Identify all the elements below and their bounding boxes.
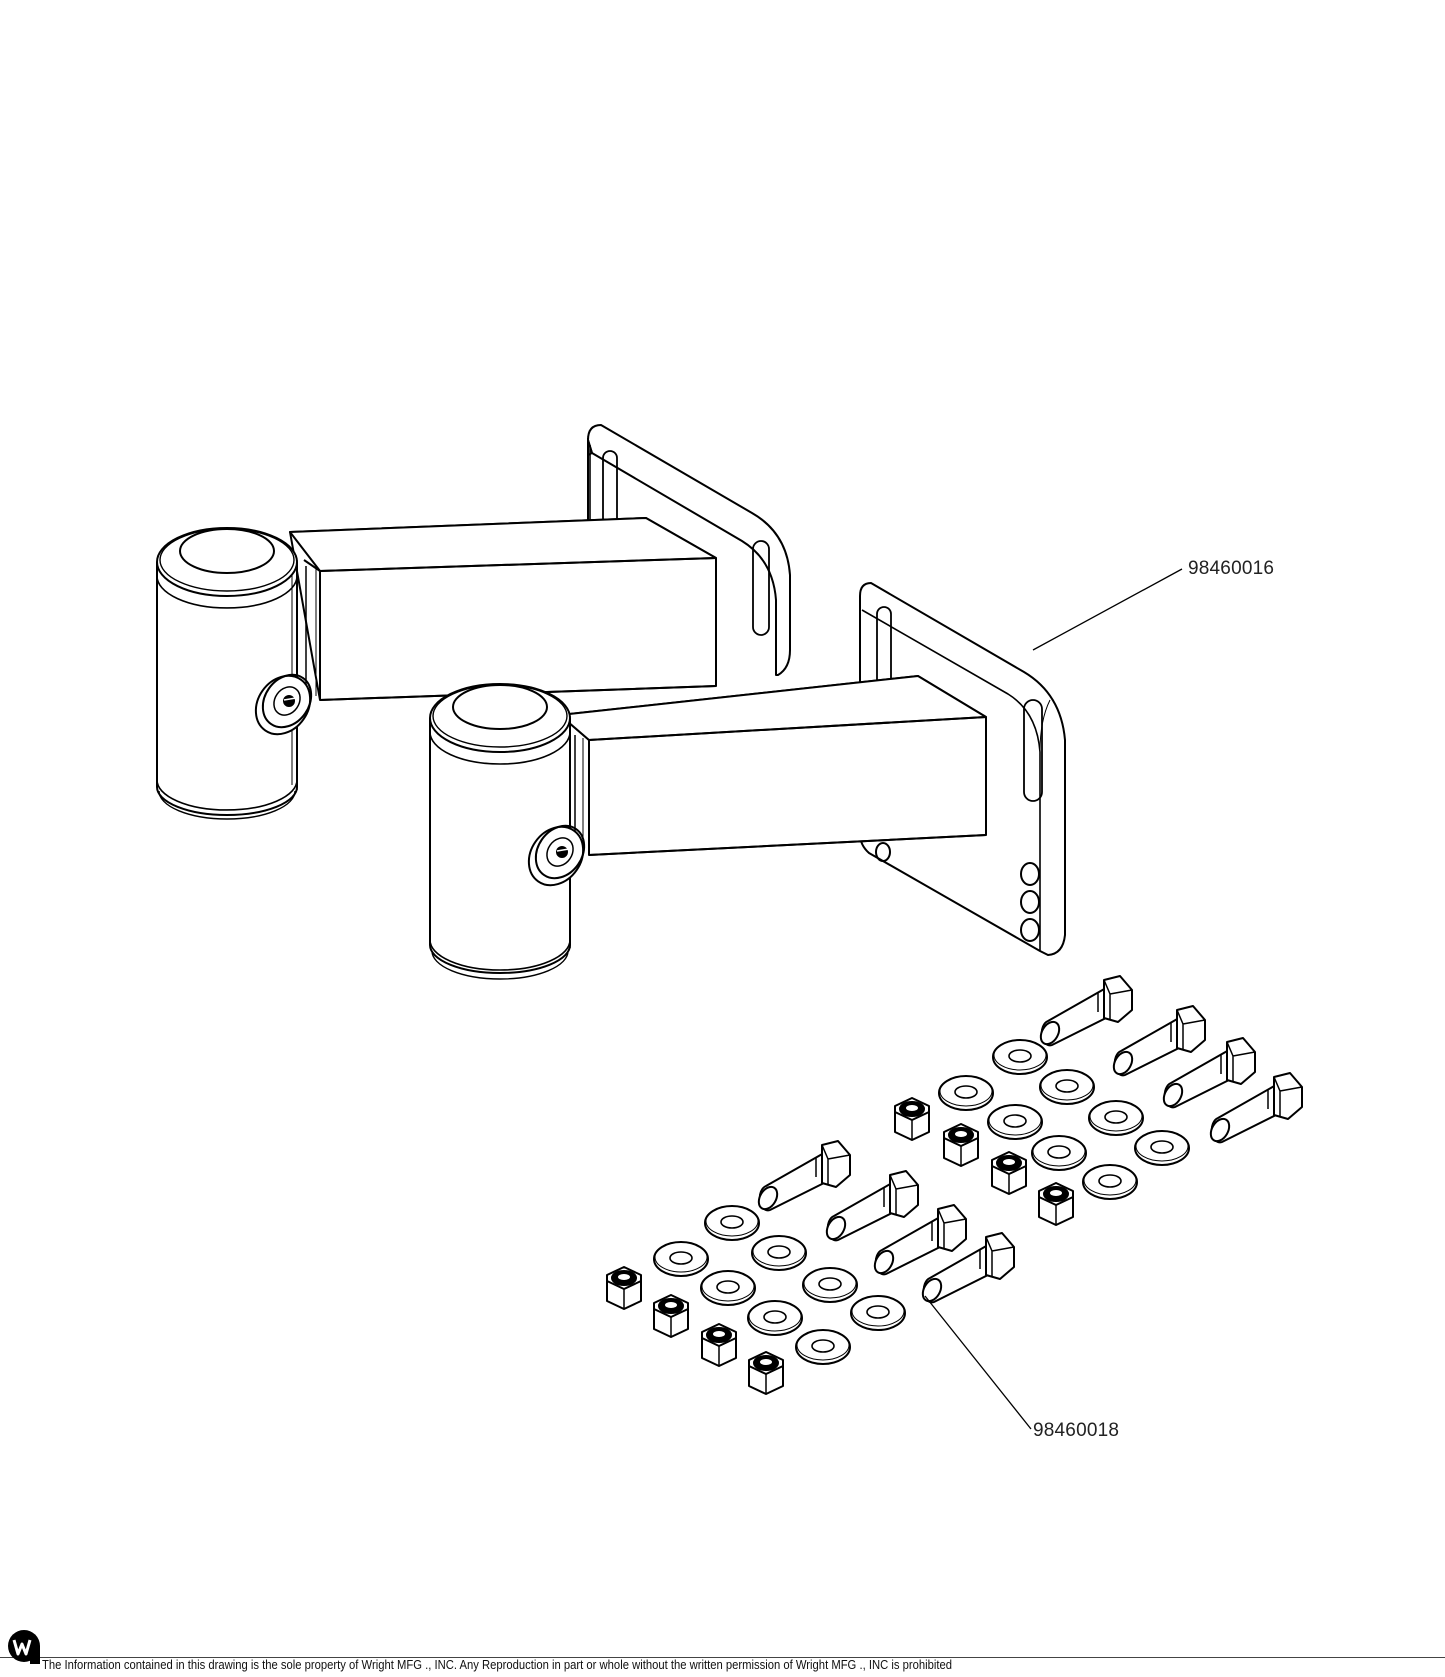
flat-washer: [1039, 1069, 1095, 1105]
part-callout-98460018: 98460018: [1033, 1420, 1120, 1441]
front-set-knob: [527, 824, 586, 887]
flat-washer: [802, 1267, 858, 1303]
hex-bolt: [921, 1232, 1015, 1304]
flat-washer: [1031, 1135, 1087, 1171]
hex-bolt: [1162, 1037, 1256, 1109]
flat-washer: [1088, 1100, 1144, 1136]
flat-washer: [1134, 1130, 1190, 1166]
lock-nut: [606, 1266, 642, 1310]
hex-bolt: [1112, 1005, 1206, 1077]
flat-washer: [747, 1300, 803, 1336]
flat-washer: [653, 1241, 709, 1277]
hex-bolt: [1209, 1072, 1303, 1144]
flat-washer: [850, 1295, 906, 1331]
flat-washer: [704, 1205, 760, 1241]
front-cylinder-sleeve: [429, 683, 571, 980]
lock-nut: [991, 1151, 1027, 1195]
front-square-tube: [559, 675, 987, 856]
rear-square-tube: [289, 517, 717, 701]
rear-bracket: [156, 424, 791, 820]
hex-bolt: [757, 1140, 851, 1212]
lock-nut: [1038, 1182, 1074, 1226]
flat-washer: [938, 1075, 994, 1111]
rear-cylinder-sleeve: [156, 527, 298, 820]
lock-nut: [894, 1097, 930, 1141]
flat-washer: [987, 1104, 1043, 1140]
lock-nut: [653, 1294, 689, 1338]
hardware-kit: [606, 975, 1303, 1395]
leader-line-98460018: [924, 1295, 1032, 1430]
lock-nut: [701, 1323, 737, 1367]
hex-bolt: [1039, 975, 1133, 1047]
flat-washer: [992, 1039, 1048, 1075]
rear-set-knob: [254, 673, 313, 736]
part-callout-98460016: 98460016: [1188, 558, 1275, 579]
hex-bolt: [825, 1170, 919, 1242]
flat-washer: [1082, 1164, 1138, 1200]
leader-line-98460016: [1032, 568, 1183, 651]
flat-washer: [751, 1235, 807, 1271]
proprietary-notice: The Information contained in this drawin…: [42, 1658, 952, 1672]
front-bracket: [429, 582, 1066, 980]
lock-nut: [943, 1123, 979, 1167]
flat-washer: [700, 1270, 756, 1306]
lock-nut: [748, 1351, 784, 1395]
hex-bolt: [873, 1204, 967, 1276]
flat-washer: [795, 1329, 851, 1365]
wright-logo-icon: [8, 1630, 40, 1664]
footer-divider: [0, 1657, 1445, 1658]
